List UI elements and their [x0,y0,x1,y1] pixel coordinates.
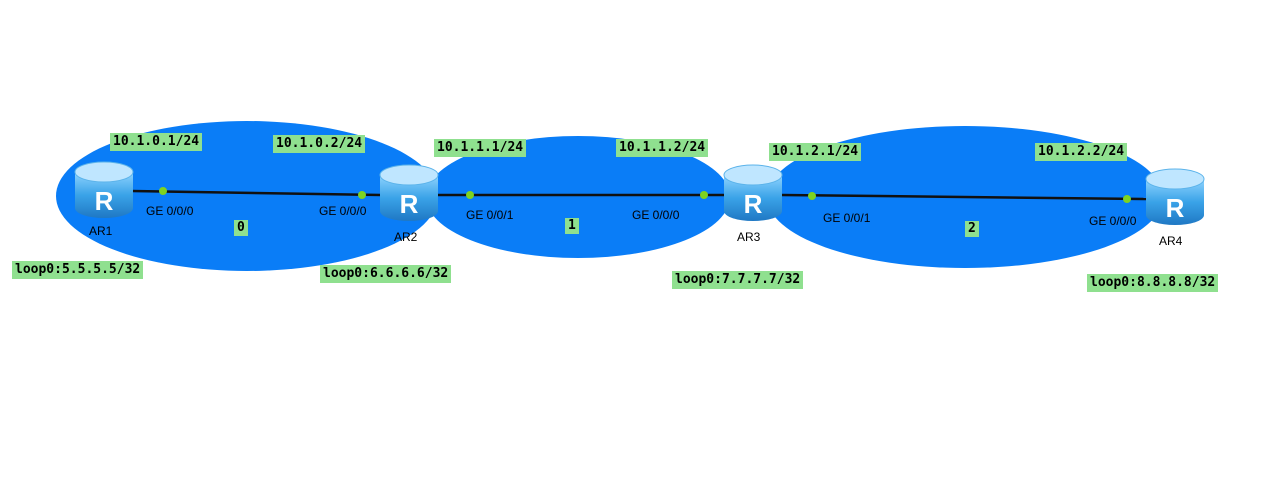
link-ar1-ar2[interactable] [131,189,382,197]
loopback-label-ar4: loop0:8.8.8.8/32 [1087,274,1219,292]
ip-label-ar2-ge000: 10.1.0.2/24 [273,135,366,153]
port-dot [159,187,167,195]
area-0-ellipse [56,121,438,271]
area-label-1: 1 [565,218,579,234]
router-icon-ar1[interactable]: R [74,161,134,218]
ip-label-ar3-ge001: 10.1.2.1/24 [769,143,862,161]
router-letter: R [95,186,114,216]
router-name-ar3: AR3 [737,230,761,244]
area-label-2: 2 [965,221,979,237]
port-label-ar4-ge000: GE 0/0/0 [1089,214,1137,228]
area-1-ellipse [426,136,730,258]
router-letter: R [400,189,419,219]
router-icon-ar2[interactable]: R [379,164,439,221]
ip-label-ar1-ge000: 10.1.0.1/24 [110,133,203,151]
router-name-ar1: AR1 [89,224,113,238]
loopback-label-ar2: loop0:6.6.6.6/32 [320,265,452,283]
router-icon-ar4[interactable]: R [1145,168,1205,225]
port-label-ar2-ge001: GE 0/0/1 [466,208,514,222]
port-dot [700,191,708,199]
area-label-0: 0 [234,220,248,236]
ip-label-ar3-ge000: 10.1.1.2/24 [616,139,709,157]
port-dot [1123,195,1131,203]
router-icon-ar3[interactable]: R [723,164,783,221]
ip-label-ar4-ge000: 10.1.2.2/24 [1035,143,1128,161]
ip-label-ar2-ge001: 10.1.1.1/24 [434,139,527,157]
loopback-label-ar1: loop0:5.5.5.5/32 [12,261,144,279]
port-label-ar3-ge000: GE 0/0/0 [632,208,680,222]
port-dot [358,191,366,199]
link-ar3-ar4[interactable] [781,193,1147,201]
port-label-ar3-ge001: GE 0/0/1 [823,211,871,225]
router-letter: R [744,189,763,219]
port-dot [808,192,816,200]
loopback-label-ar3: loop0:7.7.7.7/32 [672,271,804,289]
router-name-ar4: AR4 [1159,234,1183,248]
port-dot [466,191,474,199]
router-name-ar2: AR2 [394,230,418,244]
router-letter: R [1166,193,1185,223]
port-label-ar2-ge000: GE 0/0/0 [319,204,367,218]
port-label-ar1-ge000: GE 0/0/0 [146,204,194,218]
